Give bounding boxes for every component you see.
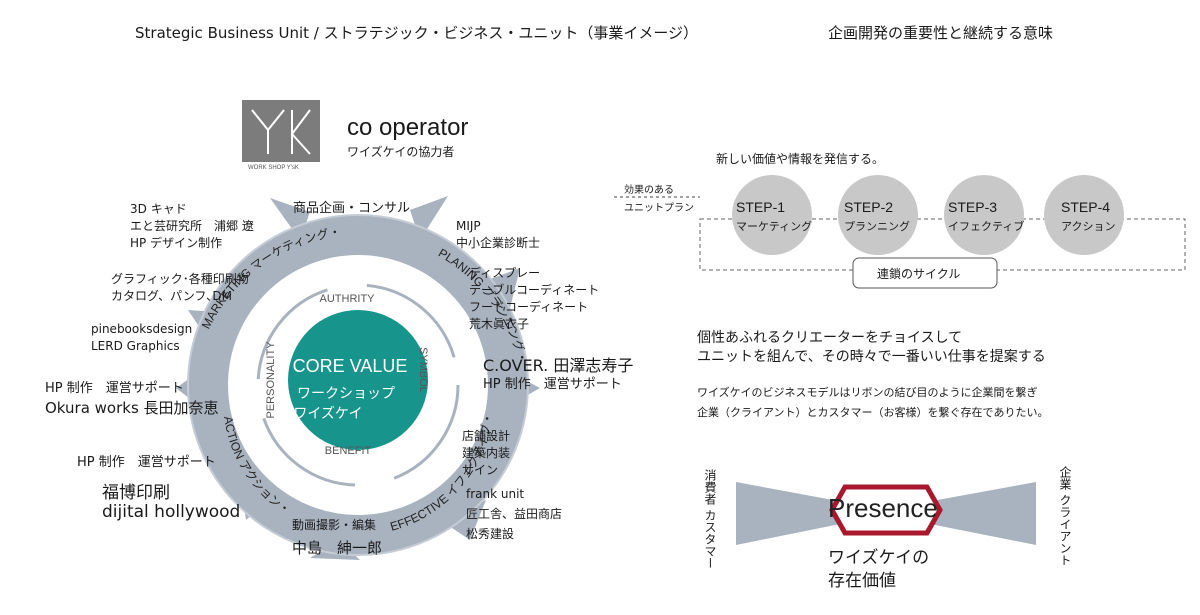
logo-text: WORK SHOP Y'sK: [248, 165, 299, 171]
message-desc2: 企業（クライアント）とカスタマー（お客様）を繋ぐ存在でありたい。: [697, 406, 1049, 419]
arrow-right-upper: [488, 268, 520, 308]
ribbon-right: [910, 482, 1036, 545]
partner-top-center: 商品企画・コンサル: [293, 201, 411, 216]
partner-okura-role: HP 制作 運営サポート: [45, 381, 184, 396]
step-4-sub: アクション: [1061, 220, 1116, 233]
step-3-sub: イフェクティブ: [948, 220, 1025, 233]
step-1-sub: マーケティング: [736, 220, 813, 233]
ribbon-left-label: 消費者 カスタマー: [703, 469, 717, 569]
step-circle-3: [944, 175, 1024, 255]
outer-ring-edge: [187, 214, 529, 556]
presence-caption1: ワイズケイの: [828, 548, 930, 568]
cycle-side-label-2: ユニットプラン: [624, 203, 694, 214]
header-left-title: Strategic Business Unit / ストラテジック・ビジネス・ユ…: [135, 24, 699, 42]
step-2-title: STEP-2: [844, 199, 894, 215]
partner-cover-role: HP 制作 運営サポート: [483, 377, 622, 392]
header-right-title: 企画開発の重要性と継続する意味: [828, 24, 1054, 42]
core-line2: ワイズケイ: [293, 406, 362, 422]
step-2-sub: プランニング: [844, 220, 910, 233]
partner-display: ディスプレー テーブルコーディネート フードコーディネート 荒木眞衣子: [469, 266, 600, 331]
message-line2: ユニットを組んで、その時々で一番いい仕事を提案する: [697, 349, 1046, 365]
logo-icon: [251, 109, 311, 155]
outer-ring: [188, 215, 528, 555]
cycle-loop-label: 連鎖のサイクル: [877, 267, 961, 281]
partner-frank: frank unit 匠工舎、益田商店 松秀建設: [466, 487, 563, 541]
partner-graphic: グラフィック･各種印刷物 カタログ、パンフ､DM: [111, 272, 249, 303]
partner-top-right: MIJP 中小企業診断士: [456, 219, 541, 250]
core-circle: [288, 310, 428, 450]
cycle-heading: 新しい価値や情報を発信する。: [716, 152, 885, 166]
core-title: CORE VALUE: [293, 356, 408, 376]
message-desc1: ワイズケイのビジネスモデルはリボンの結び目のように企業間を繋ぎ: [697, 386, 1038, 399]
brand-name: co operator: [347, 114, 469, 141]
partner-pinebooks: pinebooksdesign LERD Graphics: [91, 322, 193, 353]
inner-arrow-ring: [256, 283, 460, 487]
partner-store: 店舗設計 建築内装 サイン: [462, 429, 511, 477]
step-circle-2: [838, 175, 918, 255]
partner-fukuhaku-name2: dijital hollywood: [102, 502, 241, 522]
presence-text: Presence: [828, 493, 938, 523]
partner-video-role: 動画撮影・編集: [292, 518, 377, 532]
inner-label-top: AUTHRITY: [320, 293, 376, 305]
message-line1: 個性あふれるクリエーターをチョイスして: [697, 330, 963, 346]
inner-label-left: PERSONALITY: [265, 341, 277, 419]
brand-subtitle: ワイズケイの協力者: [347, 145, 455, 159]
partner-video-name: 中島 紳一郎: [292, 539, 383, 557]
step-1-title: STEP-1: [736, 199, 786, 215]
core-line1: ワークショップ: [297, 386, 395, 402]
step-circle-1: [732, 175, 812, 255]
partner-cover-name: C.OVER. 田澤志寿子: [483, 356, 634, 375]
step-3-title: STEP-3: [948, 199, 998, 215]
step-4-title: STEP-4: [1061, 199, 1111, 215]
logo-mark: [242, 100, 320, 162]
cycle-loop-box: [852, 257, 998, 289]
partner-fukuhaku-name1: 福博印刷: [102, 483, 170, 503]
partner-top-left: 3D キャド エと芸研究所 浦郷 遼 HP デザイン制作: [130, 202, 254, 250]
inner-label-right: SYMBOL: [417, 347, 429, 393]
presence-caption2: 存在価値: [828, 571, 896, 591]
ribbon-left: [736, 482, 860, 545]
cycle-side-label-1: 効果のある: [624, 185, 674, 196]
step-circle-4: [1044, 175, 1124, 255]
inner-label-bottom: BENEFIT: [325, 445, 372, 457]
presence-hexagon: [829, 484, 943, 536]
partner-okura-name: Okura works 長田加奈恵: [45, 399, 219, 417]
ribbon-right-label: 企業 クライアント: [1058, 466, 1072, 566]
partner-fukuhaku-role: HP 制作 運営サポート: [77, 455, 216, 470]
